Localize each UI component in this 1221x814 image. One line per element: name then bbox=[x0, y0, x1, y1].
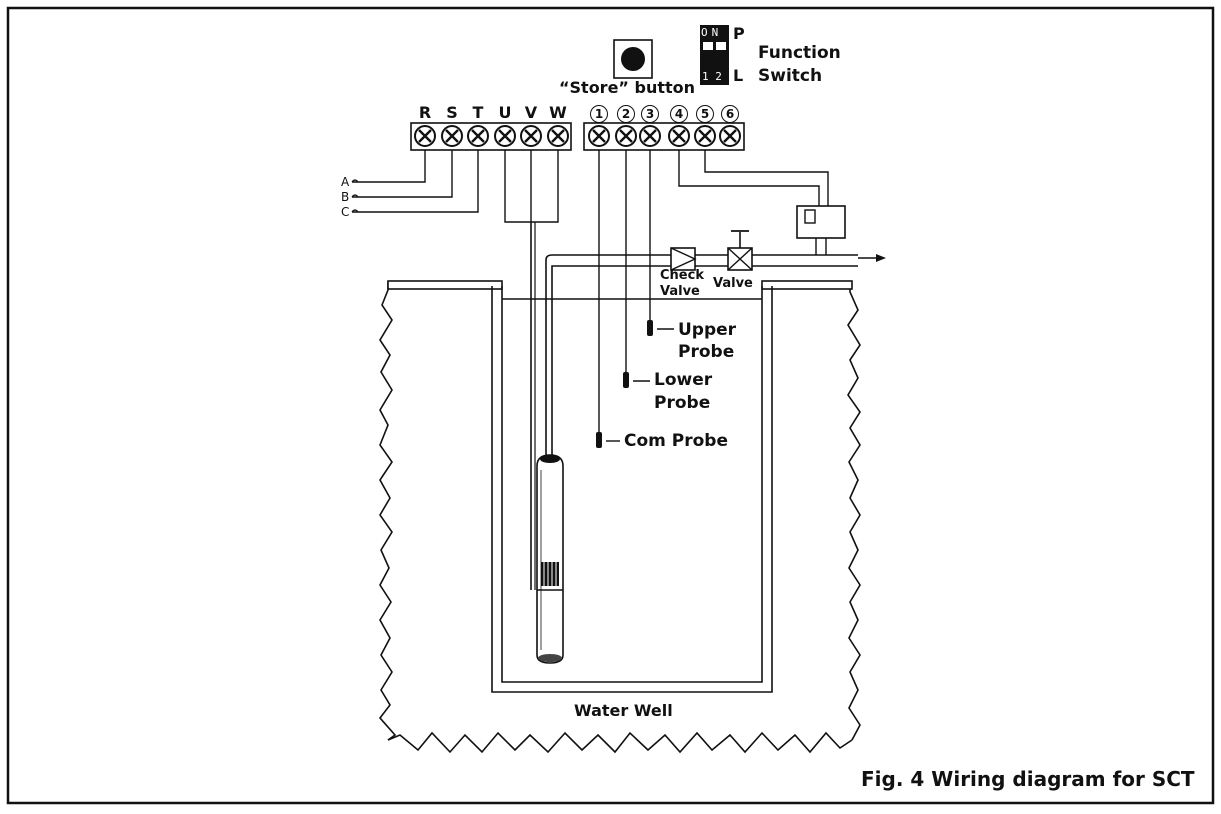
pressure-switch bbox=[796, 205, 846, 255]
gate-valve-symbol bbox=[727, 230, 753, 271]
signal-terminal-label-4: 4 bbox=[670, 105, 688, 123]
power-terminal-label-r: R bbox=[418, 103, 432, 122]
signal-terminal-label-3: 3 bbox=[641, 105, 659, 123]
upper-probe bbox=[647, 320, 674, 336]
submersible-pump bbox=[536, 454, 564, 664]
power-terminal-label-w: W bbox=[549, 103, 567, 122]
power-terminal-label-v: V bbox=[524, 103, 538, 122]
phase-label-c: C bbox=[341, 205, 350, 219]
ground-bottom-edge bbox=[387, 731, 853, 754]
phase-label-a: A bbox=[341, 175, 350, 189]
valve-label: Valve bbox=[713, 276, 753, 291]
lower-probe bbox=[623, 372, 650, 388]
store-button-label: “Store” button bbox=[559, 78, 696, 97]
function-switch-icon bbox=[700, 25, 729, 85]
water-well-label: Water Well bbox=[574, 701, 673, 720]
power-terminal-label-s: S bbox=[446, 103, 458, 122]
function-switch-on-text: ON bbox=[701, 26, 723, 39]
signal-terminal-block bbox=[583, 122, 745, 151]
check-valve-label-line1: Check bbox=[660, 268, 704, 283]
flow-arrow bbox=[876, 254, 886, 262]
lower-probe-label-line1: Lower bbox=[654, 370, 713, 390]
signal-terminal-label-5: 5 bbox=[696, 105, 714, 123]
store-button-icon bbox=[613, 39, 653, 79]
phase-label-b: B bbox=[341, 190, 350, 204]
power-terminal-label-u: U bbox=[498, 103, 512, 122]
check-valve-label-line2: Valve bbox=[660, 284, 700, 299]
function-switch-label-line1: Function bbox=[758, 43, 841, 63]
com-probe bbox=[596, 432, 620, 448]
riser-pipe bbox=[545, 254, 858, 458]
well-casing bbox=[491, 286, 773, 693]
signal-terminal-label-1: 1 bbox=[590, 105, 608, 123]
function-switch-p-label: P bbox=[733, 24, 745, 43]
upper-probe-label-line1: Upper bbox=[678, 320, 737, 340]
lower-probe-label-line2: Probe bbox=[654, 393, 711, 413]
figure-frame bbox=[6, 6, 1215, 805]
ground-left-edge bbox=[378, 282, 397, 741]
signal-terminal-label-2: 2 bbox=[617, 105, 635, 123]
function-switch-number-text: 1 2 bbox=[702, 70, 722, 83]
figure-caption: Fig. 4 Wiring diagram for SCT bbox=[861, 767, 1195, 791]
signal-terminal-label-6: 6 bbox=[721, 105, 739, 123]
power-terminal-label-t: T bbox=[472, 103, 484, 122]
power-terminal-block bbox=[410, 122, 572, 151]
upper-probe-label-line2: Probe bbox=[678, 342, 735, 362]
function-switch-l-label: L bbox=[733, 66, 744, 85]
ground-right-edge bbox=[847, 282, 861, 741]
check-valve-symbol bbox=[670, 247, 697, 271]
com-probe-label: Com Probe bbox=[624, 431, 729, 451]
function-switch-label-line2: Switch bbox=[758, 66, 823, 86]
